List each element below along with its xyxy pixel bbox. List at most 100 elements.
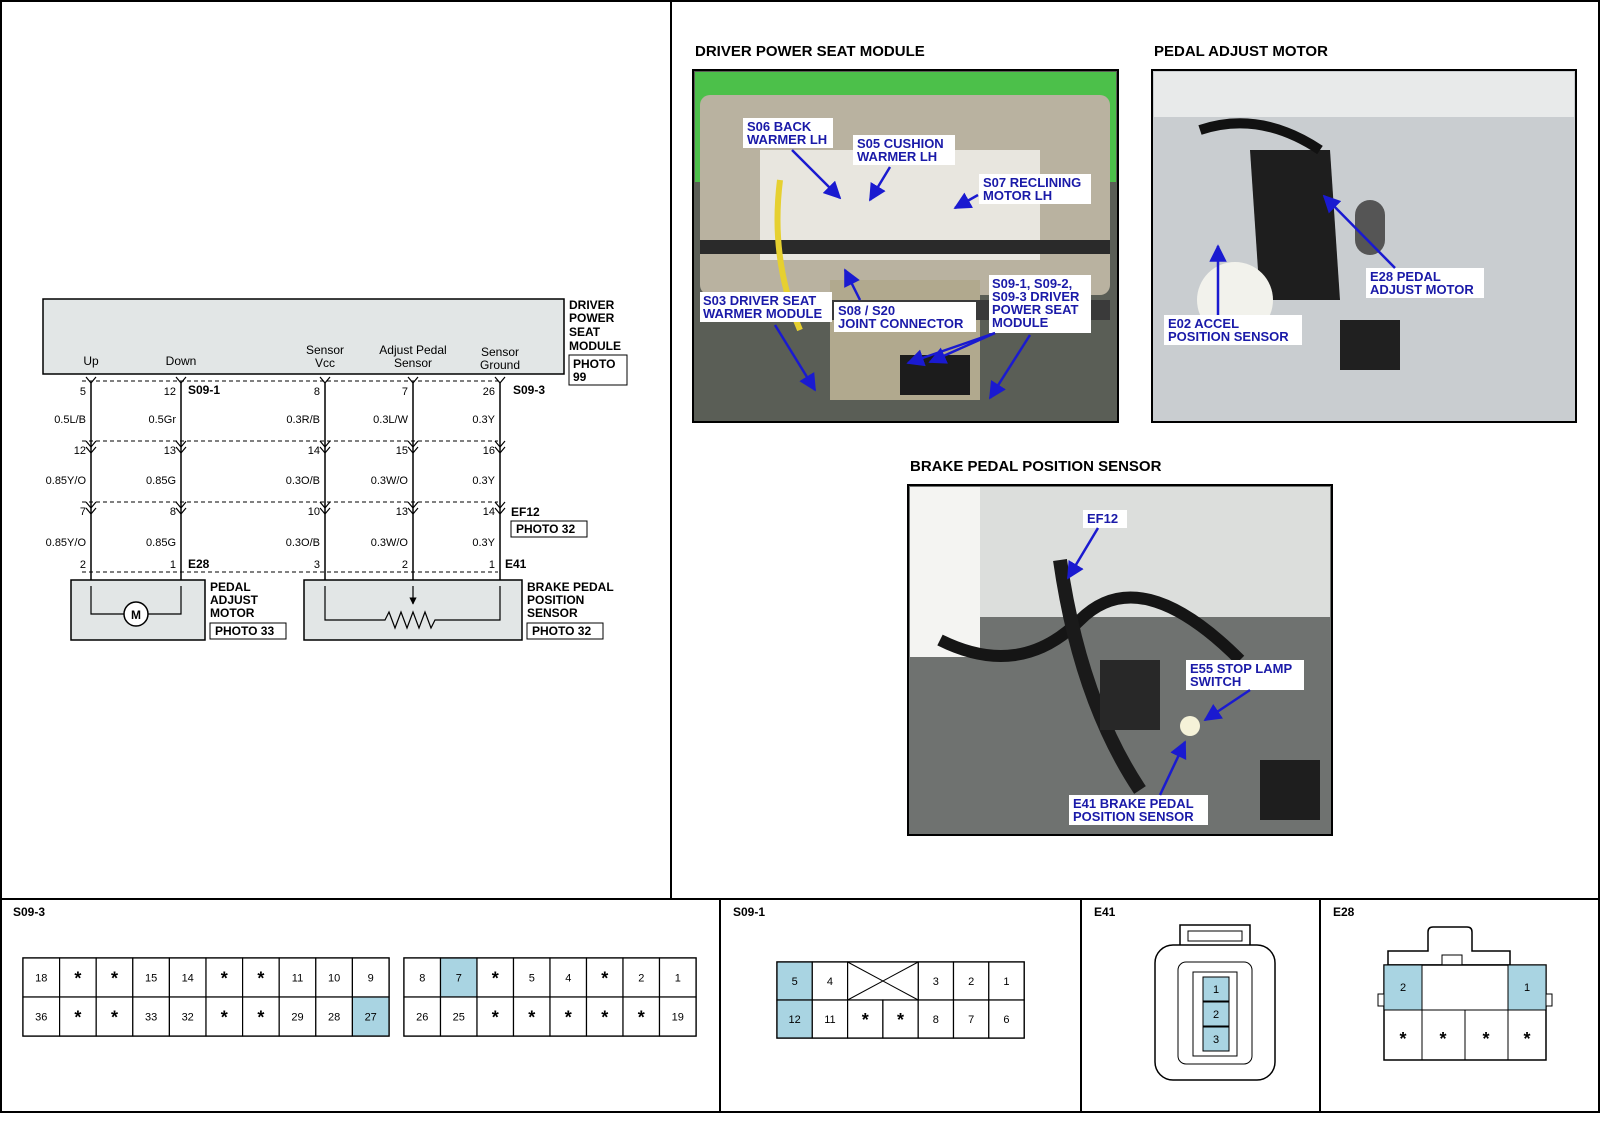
module-photo-1: PHOTO — [573, 357, 615, 371]
s09-3-empty: * — [601, 1008, 608, 1028]
wire: 0.85Y/O — [46, 475, 87, 487]
cv-title-s09-3: S09-3 — [13, 905, 45, 919]
s09-3-pin: 8 — [419, 973, 425, 985]
s09-1-cell — [952, 999, 990, 1039]
circuit-sensor-vcc: 8 0.3R/B 14 0.3O/B 10 0.3O/B 3 — [286, 383, 326, 580]
e41-pin: 1 — [1213, 984, 1219, 996]
connector-e41: 1 2 3 — [1154, 924, 1276, 1081]
schematic: DRIVER POWER SEAT MODULE PHOTO 99 Up Dow… — [42, 298, 628, 641]
pin-label-down: Down — [166, 354, 197, 368]
s09-3-cell — [132, 957, 171, 998]
s09-3-cell — [205, 996, 244, 1037]
s09-3-cell — [58, 996, 97, 1037]
label-s07-1: S07 RECLINING — [983, 175, 1081, 190]
pin-label-sensor-3: Sensor — [481, 345, 519, 359]
pedal-motor-label-1: PEDAL — [210, 580, 251, 594]
label-e28-2: ADJUST MOTOR — [1370, 282, 1474, 297]
label-s03-1: S03 DRIVER SEAT — [703, 293, 816, 308]
motor-icon — [123, 601, 149, 627]
label-e02-1: E02 ACCEL — [1168, 316, 1239, 331]
pin-label-sensor-2: Sensor — [394, 356, 432, 370]
label-s05-2: WARMER LH — [857, 149, 937, 164]
outer-frame — [0, 0, 1600, 1113]
photo-title-pedal-motor: PEDAL ADJUST MOTOR — [1154, 43, 1328, 60]
s09-3-cell — [242, 996, 280, 1037]
s09-3-empty: * — [111, 969, 118, 989]
pin-label-ground: Ground — [480, 358, 520, 372]
pin: 1 — [170, 559, 176, 571]
wire: 0.5L/B — [54, 414, 86, 426]
motor-symbol: M — [131, 608, 141, 622]
pin: 5 — [80, 386, 86, 398]
pin: 26 — [483, 386, 495, 398]
pin: 8 — [314, 386, 320, 398]
s09-3-empty: * — [221, 969, 228, 989]
s09-1-cell — [988, 999, 1025, 1039]
pin-label-sensor: Sensor — [306, 343, 344, 357]
s09-3-pin: 33 — [145, 1012, 157, 1024]
brake-sensor-photo: PHOTO 32 — [532, 624, 591, 638]
label-e41-1: E41 BRAKE PEDAL — [1073, 796, 1194, 811]
pin: 16 — [483, 445, 495, 457]
s09-3-empty: * — [638, 1008, 645, 1028]
s09-3-cell — [351, 996, 390, 1037]
brake-sensor-label-2: POSITION — [527, 593, 584, 607]
s09-1-cell — [988, 961, 1025, 1001]
label-e55-2: SWITCH — [1190, 674, 1241, 689]
s09-3-empty: * — [492, 1008, 499, 1028]
s09-3-pin: 14 — [182, 973, 194, 985]
label-s06-2: WARMER LH — [747, 132, 827, 147]
ef12-photo: PHOTO 32 — [516, 522, 575, 536]
pin: 2 — [402, 559, 408, 571]
s09-1-pin: 7 — [968, 1014, 974, 1026]
s09-1-pin: 4 — [827, 976, 833, 988]
s09-1-pin: 5 — [792, 976, 798, 988]
s09-1-cell — [882, 999, 919, 1039]
label-s09-1: S09-1, S09-2, — [992, 276, 1072, 291]
conn-ef12: EF12 — [511, 505, 540, 519]
s09-3-cell — [132, 996, 171, 1037]
e28-empty: * — [1439, 1029, 1446, 1049]
s09-3-pin: 18 — [35, 973, 47, 985]
photo-title-brake-sensor: BRAKE PEDAL POSITION SENSOR — [910, 458, 1162, 475]
circuit-up: 5 0.5L/B 12 0.85Y/O 7 0.85Y/O 2 — [46, 383, 92, 580]
s09-1-empty: * — [862, 1010, 869, 1030]
s09-3-cell — [622, 957, 661, 998]
connector-e28: 2 1 * * * * — [1377, 926, 1553, 1061]
e41-pin: 3 — [1213, 1034, 1219, 1046]
pin: 1 — [489, 559, 495, 571]
pin: 12 — [164, 386, 176, 398]
wire: 0.3O/B — [286, 475, 320, 487]
conn-e28: E28 — [188, 557, 210, 571]
module-name-2: POWER — [569, 311, 615, 325]
s09-1-pin: 8 — [933, 1014, 939, 1026]
s09-3-cell — [439, 957, 478, 998]
photo-title-driver-seat: DRIVER POWER SEAT MODULE — [695, 43, 925, 60]
pin: 7 — [80, 506, 86, 518]
wire: 0.85Y/O — [46, 537, 87, 549]
label-e55-1: E55 STOP LAMP — [1190, 661, 1292, 676]
s09-3-cell — [585, 996, 624, 1037]
label-s08-2: JOINT CONNECTOR — [838, 316, 964, 331]
s09-1-pin: 1 — [1003, 976, 1009, 988]
wire: 0.3O/B — [286, 537, 320, 549]
pedal-motor-photo: PHOTO 33 — [215, 624, 274, 638]
s09-1-cell — [811, 999, 849, 1039]
label-e28-1: E28 PEDAL — [1370, 269, 1441, 284]
label-e41-2: POSITION SENSOR — [1073, 809, 1194, 824]
cv-title-e41: E41 — [1094, 905, 1116, 919]
s09-3-cell — [22, 996, 61, 1037]
s09-3-pin: 5 — [529, 973, 535, 985]
s09-3-pin: 25 — [453, 1012, 465, 1024]
s09-1-empty: * — [897, 1010, 904, 1030]
wire: 0.5Gr — [148, 414, 176, 426]
brake-sensor-label-1: BRAKE PEDAL — [527, 580, 614, 594]
pedal-motor-label-3: MOTOR — [210, 606, 255, 620]
e41-pin: 2 — [1213, 1009, 1219, 1021]
label-s06-1: S06 BACK — [747, 119, 812, 134]
s09-3-pin: 7 — [456, 973, 462, 985]
label-s05-1: S05 CUSHION — [857, 136, 944, 151]
s09-1-cell — [776, 999, 813, 1039]
